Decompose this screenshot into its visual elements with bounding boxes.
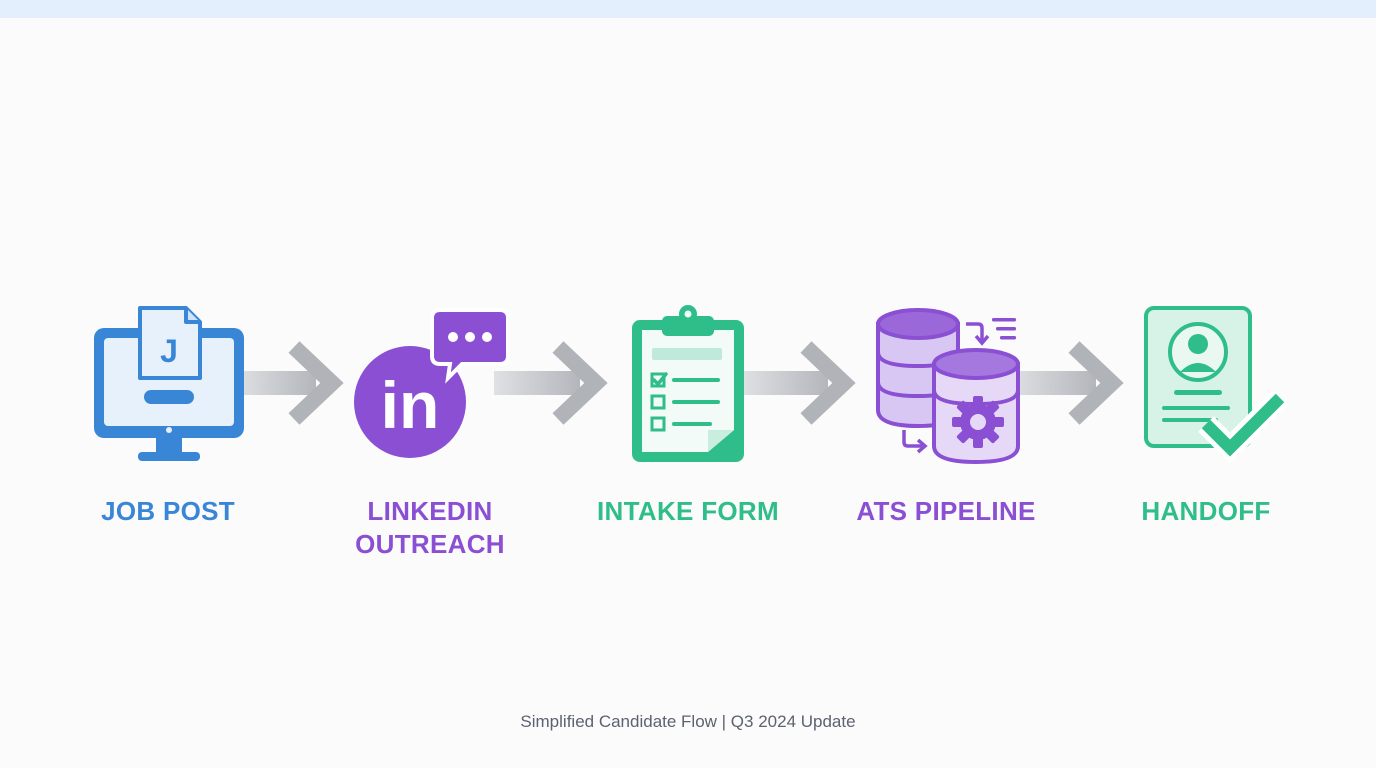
computer-job-post-icon: J xyxy=(94,306,244,461)
step-label-intake-form: INTAKE FORM xyxy=(597,496,779,526)
flow-arrow-4 xyxy=(1010,341,1124,425)
step-label-handoff: HANDOFF xyxy=(1141,496,1271,526)
step-label-ats-pipeline: ATS PIPELINE xyxy=(856,496,1036,526)
step-label-line: LINKEDIN xyxy=(367,496,493,526)
database-gear-icon xyxy=(876,308,1020,465)
linkedin-badge: in xyxy=(381,368,440,442)
step-label-linkedin-outreach: LINKEDIN OUTREACH xyxy=(330,495,530,561)
flow-arrow-3 xyxy=(742,341,856,425)
step-label-line: OUTREACH xyxy=(355,529,505,559)
flow-arrow-2 xyxy=(494,341,608,425)
step-label-job-post: JOB POST xyxy=(101,496,235,526)
flow-arrow-1 xyxy=(236,341,344,425)
job-post-badge: J xyxy=(160,333,178,369)
linkedin-chat-icon: in xyxy=(354,308,510,458)
clipboard-checklist-icon xyxy=(632,305,744,462)
footer-caption: Simplified Candidate Flow | Q3 2024 Upda… xyxy=(520,712,856,731)
profile-document-check-icon xyxy=(1144,306,1288,464)
top-banner xyxy=(0,0,1376,18)
